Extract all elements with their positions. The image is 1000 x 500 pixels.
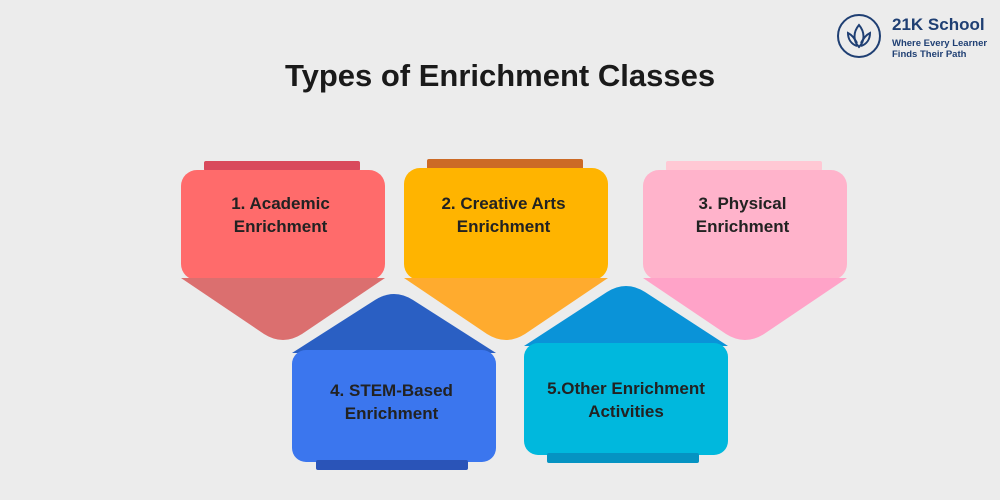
physical-arrow (643, 278, 847, 340)
stem-based-tab (316, 460, 468, 470)
stem-based-body (292, 350, 496, 462)
logo-tagline-line-1: Where Every Learner (892, 38, 988, 49)
academic-arrow (181, 278, 385, 340)
physical-tab (666, 161, 822, 171)
logo-name: 21K School (892, 15, 985, 34)
physical-enrichment-shape (643, 161, 847, 340)
other-arrow (524, 286, 728, 346)
other-enrichment-label: 5.Other Enrichment Activities (547, 379, 705, 421)
creative-arts-body (404, 168, 608, 280)
lotus-logo-icon (837, 14, 881, 58)
logo-tagline: Where Every Learner Finds Their Path (892, 38, 1000, 60)
other-body (524, 343, 728, 455)
logo-tagline-line-2: Finds Their Path (892, 49, 967, 60)
school-logo: 21K School Where Every Learner Finds The… (836, 13, 996, 60)
stem-based-enrichment-shape (292, 294, 496, 470)
stem-based-arrow (292, 294, 496, 353)
page-title: Types of Enrichment Classes (284, 58, 716, 93)
academic-enrichment-shape (181, 161, 385, 340)
creative-arts-enrichment-label: 2. Creative Arts Enrichment (441, 194, 566, 236)
creative-arts-enrichment-shape (404, 159, 608, 340)
physical-enrichment-label: 3. Physical Enrichment (695, 194, 790, 236)
other-tab (547, 453, 699, 463)
academic-body (181, 170, 385, 280)
physical-body (643, 170, 847, 280)
other-enrichment-shape (524, 286, 728, 463)
academic-tab (204, 161, 360, 171)
stem-based-enrichment-label: 4. STEM-Based Enrichment (330, 381, 453, 423)
academic-enrichment-label: 1. Academic Enrichment (231, 194, 330, 236)
creative-arts-arrow (404, 278, 608, 340)
